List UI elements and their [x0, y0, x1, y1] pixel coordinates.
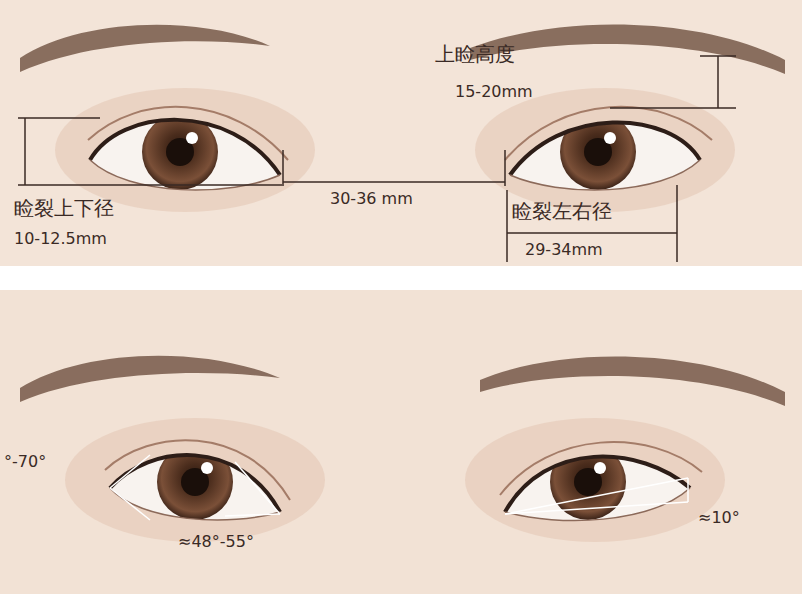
eye [20, 356, 325, 542]
dimension-label: 睑裂左右径 [512, 199, 612, 223]
eye [470, 25, 785, 212]
dimension-label: 29-34mm [525, 240, 603, 259]
dimension-label: ≈10° [698, 508, 740, 527]
eye [465, 357, 785, 542]
dimension-line [18, 56, 736, 262]
dimension-label: 10-12.5mm [14, 229, 107, 248]
dimension-label: °-70° [4, 452, 46, 471]
dimension-label: 15-20mm [455, 82, 533, 101]
dimension-label: 30-36 mm [330, 189, 413, 208]
angle-line [110, 455, 688, 520]
dimension-label: 睑裂上下径 [14, 196, 114, 220]
dimension-label: 上睑高度 [435, 42, 515, 66]
dimension-label: ≈48°-55° [178, 532, 254, 551]
